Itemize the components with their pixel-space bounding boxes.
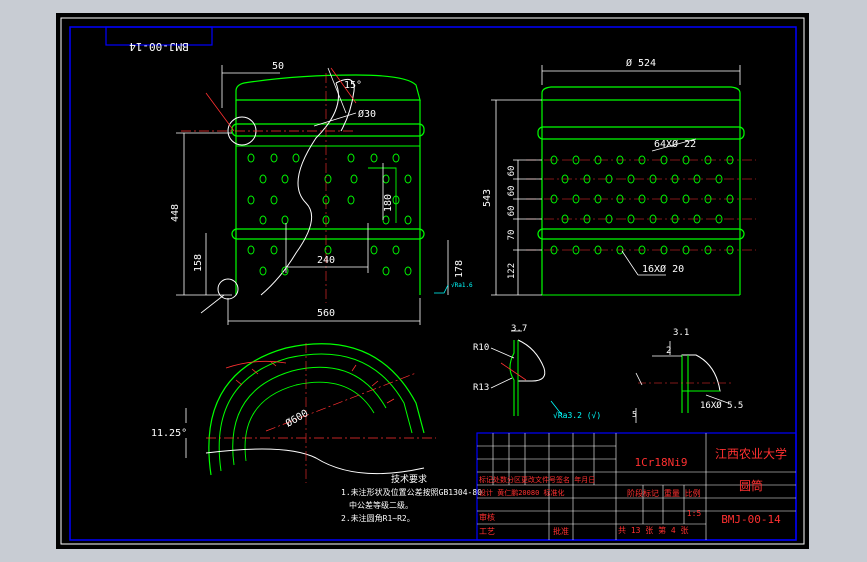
dim-d30: Ø30	[358, 108, 376, 120]
notes-title: 技术要求	[391, 473, 427, 485]
dim-158: 158	[193, 254, 204, 272]
dim-60-c: 60	[507, 206, 517, 217]
approve-label: 批准	[553, 526, 569, 536]
cad-drawing: BMJ-00-14	[60, 17, 805, 545]
dim-angle-1125: 11.25°	[151, 428, 187, 439]
scale: 1:5	[687, 509, 702, 518]
drawing-sheet: BMJ-00-14	[56, 13, 809, 549]
surface-mark-2: √Ra3.2 (√)	[553, 411, 601, 420]
dim-5: 5	[632, 410, 637, 419]
outer-frame	[60, 17, 805, 545]
dim-3-1: 3.1	[673, 328, 689, 338]
number-box	[105, 26, 213, 46]
dim-r10: R10	[473, 343, 489, 353]
dim-240: 240	[317, 255, 335, 266]
material: 1Cr18Ni9	[635, 456, 688, 469]
dim-2: 2	[666, 346, 671, 356]
dim-543: 543	[482, 189, 493, 207]
drawing-number: BMJ-00-14	[721, 513, 781, 526]
holes-16-b: 16XØ 5.5	[700, 400, 743, 411]
dim-560: 560	[317, 308, 335, 319]
front-view	[176, 65, 449, 325]
holes-64: 64XØ 22	[654, 138, 696, 150]
craft-label: 工艺	[479, 527, 495, 536]
dim-60-a: 60	[507, 166, 517, 177]
dim-70: 70	[507, 230, 517, 241]
sheet-count: 共 13 张 第 4 张	[618, 525, 689, 535]
dim-50: 50	[272, 61, 284, 72]
notes-line-1: 1.未注形状及位置公差按照GB1304-80	[341, 487, 482, 497]
dim-d600: Ø600	[284, 407, 311, 429]
title-block	[476, 432, 797, 541]
mirrored-drawing-number: BMJ-00-14	[129, 40, 189, 53]
dim-448: 448	[170, 204, 181, 222]
dim-angle-15: 15°	[344, 80, 362, 91]
dim-178: 178	[454, 260, 465, 278]
detail-view-1	[490, 330, 563, 416]
dim-60-b: 60	[507, 186, 517, 197]
side-view	[491, 65, 756, 296]
notes-line-3: 2.未注圆角R1~R2。	[341, 513, 415, 523]
dim-d524: Ø 524	[626, 57, 656, 69]
stage-row: 阶段标记 重量 比例	[627, 488, 701, 498]
inner-frame	[69, 26, 797, 541]
part-name: 圆筒	[739, 478, 763, 493]
notes-line-2: 中公差等级二级。	[349, 500, 413, 510]
dim-180: 180	[383, 194, 394, 212]
dim-r13: R13	[473, 383, 489, 393]
design-row: 设计 黄仁鹏20080 标准化	[479, 488, 565, 497]
dim-122: 122	[507, 263, 517, 279]
review-label: 审核	[479, 512, 495, 522]
detail-view-2	[635, 341, 732, 423]
header-row: 标记处数分区更改文件号签名 年月日	[479, 475, 595, 484]
holes-16: 16XØ 20	[642, 263, 684, 275]
school-name: 江西农业大学	[715, 446, 787, 461]
dim-3-7: 3.7	[511, 324, 527, 334]
arc-view	[185, 343, 436, 483]
surface-mark-1: √Ra1.6	[451, 282, 473, 289]
